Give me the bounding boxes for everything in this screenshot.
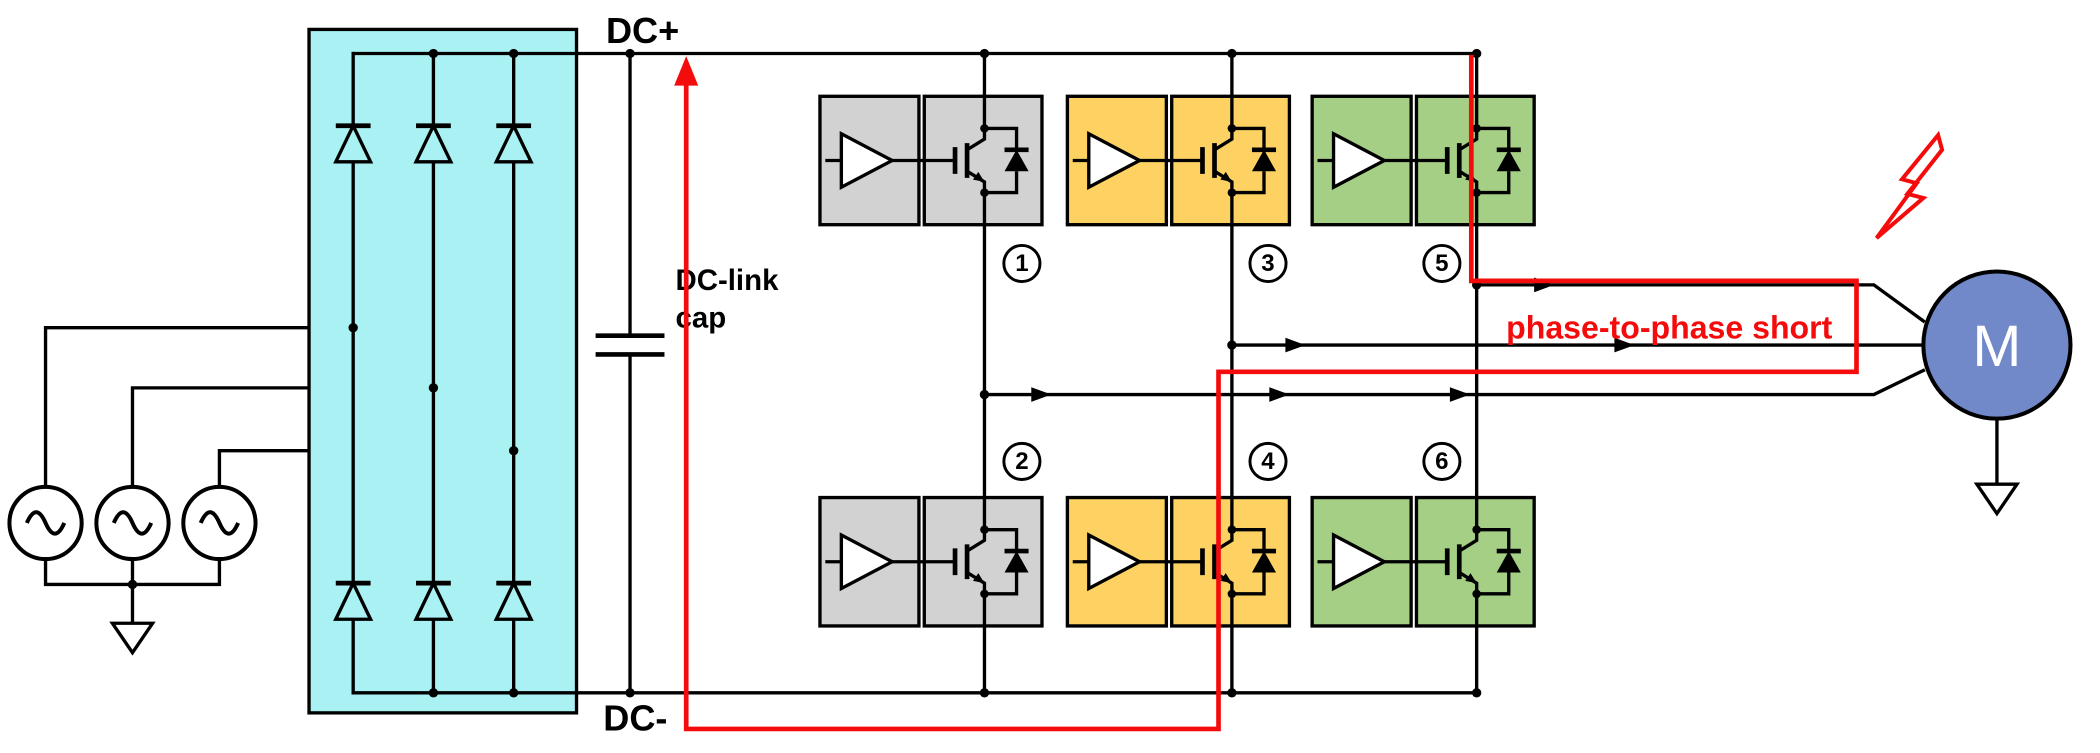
switch-cell-2 (818, 498, 1044, 626)
switch-cell-1 (818, 96, 1044, 224)
switch-number-3: 3 (1248, 243, 1288, 284)
junction-dot (428, 383, 439, 393)
junction-dot (127, 579, 138, 590)
motor: M (1921, 269, 2073, 516)
svg-text:1: 1 (1015, 250, 1028, 277)
dc-link-capacitor (595, 48, 665, 698)
lightning-bolt-icon (1874, 130, 1945, 240)
junction-dot (508, 446, 519, 456)
switch-number-4: 4 (1248, 441, 1288, 481)
svg-text:2: 2 (1015, 448, 1028, 475)
switch-cell-4 (1065, 498, 1292, 626)
current-arrow-icon (1449, 387, 1470, 402)
svg-text:6: 6 (1435, 448, 1448, 475)
dc-minus-label: DC- (603, 697, 667, 738)
current-arrow-icon (1269, 387, 1290, 402)
ground-icon (1975, 482, 2019, 516)
ac-phase1-wire (43, 326, 355, 489)
fault-label: phase-to-phase short (1506, 309, 1832, 345)
ac-source-1 (7, 484, 84, 562)
switch-number-6: 6 (1422, 441, 1462, 481)
junction-dot (348, 323, 358, 333)
svg-text:4: 4 (1261, 448, 1275, 475)
dc-link-cap-label-line1: DC-link (676, 264, 780, 297)
switch-number-1: 1 (1002, 243, 1042, 284)
current-arrow-icon (1285, 337, 1306, 353)
motor-label: M (1972, 314, 2021, 379)
switch-cell-5 (1310, 96, 1536, 224)
dc-bus: DC+ DC- DC-link cap (351, 10, 1479, 738)
short-circuit-arrow-icon (674, 56, 699, 86)
switch-number-badges: 1 2 3 4 5 6 (1002, 243, 1462, 481)
phase-output-lines (979, 277, 1926, 402)
junction-dot (428, 48, 439, 59)
switch-cell-6 (1310, 498, 1536, 626)
dc-link-cap-label-line2: cap (676, 302, 727, 335)
dc-plus-label: DC+ (606, 10, 679, 51)
short-circuit-path (683, 54, 1859, 732)
motor-circle (1921, 269, 2073, 421)
rectifier-block (307, 27, 579, 715)
svg-text:5: 5 (1435, 250, 1448, 277)
switch-cell-3 (1065, 96, 1292, 224)
switch-number-2: 2 (1002, 441, 1042, 481)
junction-dot (508, 688, 519, 698)
svg-text:3: 3 (1261, 250, 1274, 277)
junction-dot (508, 48, 519, 59)
ground-icon (110, 621, 155, 655)
phase-w-wire (1474, 283, 1926, 324)
ac-source-2 (94, 484, 171, 562)
ac-source-3 (181, 484, 258, 562)
fault-overlay: phase-to-phase short (674, 54, 1945, 732)
ac-input-section (7, 326, 516, 655)
junction-dot (428, 688, 439, 698)
switch-number-5: 5 (1422, 243, 1462, 284)
current-arrow-icon (1031, 387, 1052, 402)
